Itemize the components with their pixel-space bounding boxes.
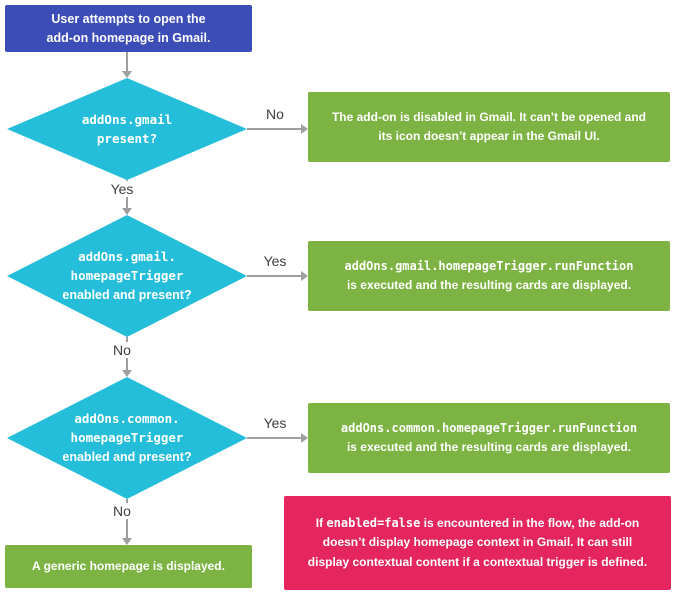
start-node: User attempts to open the add-on homepag… (5, 5, 252, 52)
result1-text: The add-on is disabled in Gmail. It can’… (331, 110, 647, 143)
note-code: enabled=false (326, 516, 421, 531)
note-text-pre: If (315, 516, 327, 531)
result4-node: A generic homepage is displayed. (5, 545, 252, 588)
result2-node: addOns.gmail.homepageTrigger.runFunction… (308, 241, 670, 311)
decision3-node: addOns.common. homepageTrigger enabled a… (7, 377, 247, 499)
decision2-code: addOns.gmail. homepageTrigger (70, 248, 184, 284)
start-node-text: User attempts to open the add-on homepag… (46, 11, 211, 45)
result2-code: addOns.gmail.homepageTrigger.runFunction (344, 259, 634, 274)
edge-label-yes-3: Yes (255, 415, 295, 431)
edge-label-no-2: No (102, 342, 142, 358)
result2-text: is executed and the resulting cards are … (346, 278, 632, 292)
result4-text: A generic homepage is displayed. (32, 559, 225, 574)
decision3-code: addOns.common. homepageTrigger (70, 410, 184, 446)
decision1-code: addOns.gmail present? (81, 111, 173, 146)
arrow-decision2-yes (247, 271, 308, 281)
result3-node: addOns.common.homepageTrigger.runFunctio… (308, 403, 670, 473)
edge-label-no-3: No (102, 503, 142, 519)
edge-label-yes-2: Yes (255, 253, 295, 269)
edge-label-yes-1: Yes (102, 181, 142, 197)
decision3-text: enabled and present? (62, 449, 192, 464)
arrow-decision1-no (247, 124, 308, 134)
arrow-start-to-decision1 (122, 52, 132, 78)
result3-text: is executed and the resulting cards are … (346, 440, 632, 454)
note-text-post: is encountered in the flow, the add-on d… (307, 516, 648, 569)
decision2-text: enabled and present? (62, 287, 192, 302)
note-text: If enabled=false is encountered in the f… (308, 514, 647, 572)
decision1-node: addOns.gmail present? (7, 78, 247, 180)
edge-label-no-1: No (255, 106, 295, 122)
result1-node: The add-on is disabled in Gmail. It can’… (308, 92, 670, 162)
arrow-decision3-yes (247, 433, 308, 443)
note-node: If enabled=false is encountered in the f… (284, 496, 671, 590)
decision2-node: addOns.gmail. homepageTrigger enabled an… (7, 215, 247, 337)
result3-code: addOns.common.homepageTrigger.runFunctio… (340, 421, 638, 436)
